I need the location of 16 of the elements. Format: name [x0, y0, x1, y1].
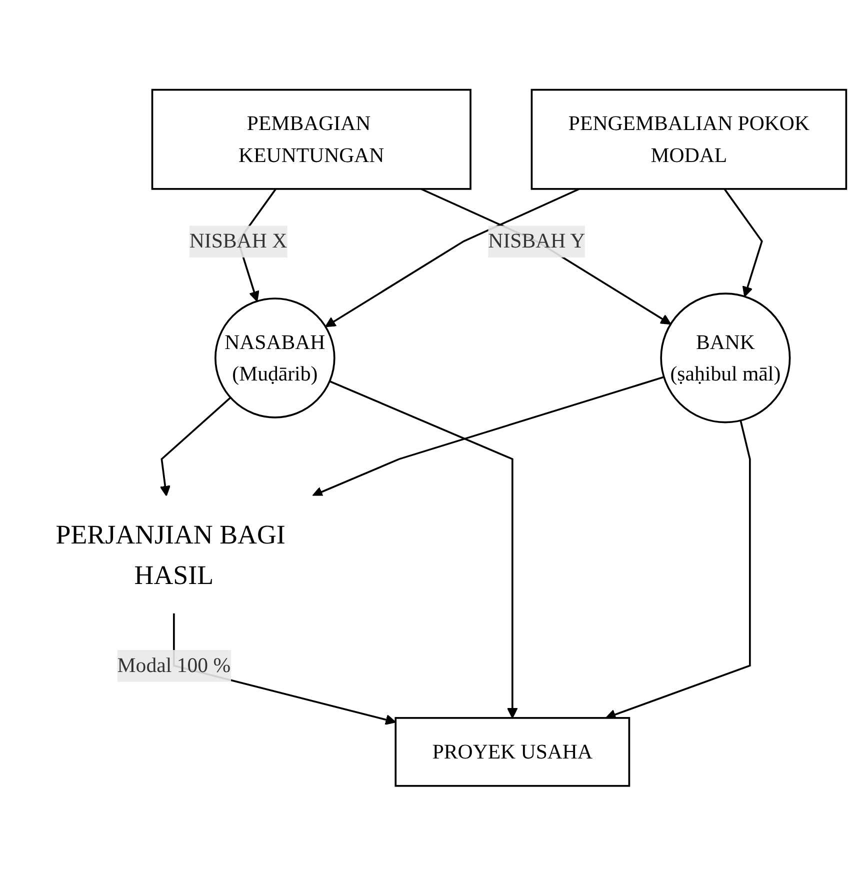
arrow — [160, 396, 232, 496]
edge-label: Modal 100 % — [117, 653, 231, 677]
node-box: PROYEK USAHA — [394, 716, 630, 786]
node-text: PERJANJIAN BAGI HASIL — [56, 518, 286, 590]
arrow — [605, 420, 751, 720]
edge-label: NISBAH Y — [488, 228, 586, 252]
node-circle: BANK (ṣaḥibul māl) — [660, 292, 791, 423]
node-circle: NASABAH (Muḍārib) — [214, 297, 336, 418]
node-box: PENGEMBALIAN POKOK MODAL — [530, 88, 848, 190]
node-box: PEMBAGIAN KEUNTUNGAN — [151, 88, 472, 190]
edge-label: NISBAH X — [189, 228, 288, 252]
arrow — [724, 188, 763, 297]
arrow — [325, 188, 580, 327]
arrow — [329, 380, 518, 718]
arrow — [312, 376, 664, 497]
arrow — [420, 188, 672, 324]
